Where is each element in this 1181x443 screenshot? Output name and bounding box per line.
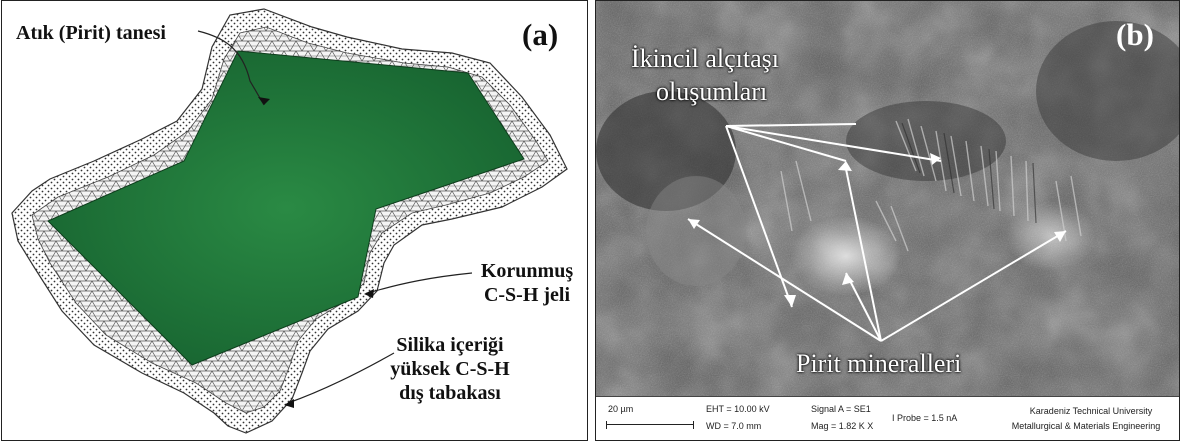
- panel-b-sem-image: (b) İkincil alçıtaşı oluşumları Pirit mi…: [595, 0, 1180, 441]
- callout-outer-line3: dış tabakası: [399, 382, 501, 404]
- sem-texture-svg: [596, 1, 1179, 396]
- grain-schematic-svg: [11, 8, 568, 434]
- scale-bar-line: [606, 421, 694, 429]
- sem-micrograph: (b) İkincil alçıtaşı oluşumları Pirit mi…: [596, 1, 1179, 396]
- sem-info-bar: 20 µm EHT = 10.00 kV WD = 7.0 mm Signal …: [596, 396, 1179, 440]
- panel-b-label: (b): [1116, 17, 1154, 52]
- pyrite-grain: [47, 50, 525, 366]
- annotation-gypsum-line1: İkincil alçıtaşı: [631, 44, 780, 73]
- callout-outer-line2: yüksek C-S-H: [390, 358, 510, 380]
- mag-readout: Mag = 1.82 K X: [811, 421, 874, 431]
- wd-readout: WD = 7.0 mm: [706, 421, 762, 431]
- panel-a-label: (a): [522, 17, 559, 52]
- callout-outer-line1: Silika içeriği: [396, 334, 504, 356]
- callout-protected-line2: C-S-H jeli: [483, 284, 571, 306]
- institution-line2: Metallurgical & Materials Engineering: [1011, 421, 1161, 431]
- callout-protected-csh: Korunmuş C-S-H jeli: [472, 259, 582, 307]
- annotation-arrows: [687, 123, 1067, 342]
- scale-length: 20 µm: [608, 404, 634, 414]
- leader-outer: [287, 352, 395, 404]
- institution-line1: Karadeniz Technical University: [1029, 406, 1153, 416]
- panel-a-schematic: (a) Atık (Pirit) tanesi Korunmuş C-S-H j…: [1, 0, 588, 441]
- annotation-pyrite: Pirit mineralleri: [796, 349, 962, 378]
- callout-protected-line1: Korunmuş: [480, 260, 574, 282]
- annotation-gypsum-line2: oluşumları: [656, 77, 768, 106]
- probe-readout: I Probe = 1.5 nA: [892, 413, 958, 423]
- leader-grain: [197, 30, 265, 106]
- signal-readout: Signal A = SE1: [811, 404, 871, 414]
- callout-pyrite-grain: Atık (Pirit) tanesi: [16, 22, 166, 44]
- eht-readout: EHT = 10.00 kV: [706, 404, 770, 414]
- leader-protected: [367, 272, 473, 294]
- callout-outer-layer: Silika içeriği yüksek C-S-H dış tabakası: [385, 333, 515, 405]
- annotation-arrowheads: [688, 153, 1066, 307]
